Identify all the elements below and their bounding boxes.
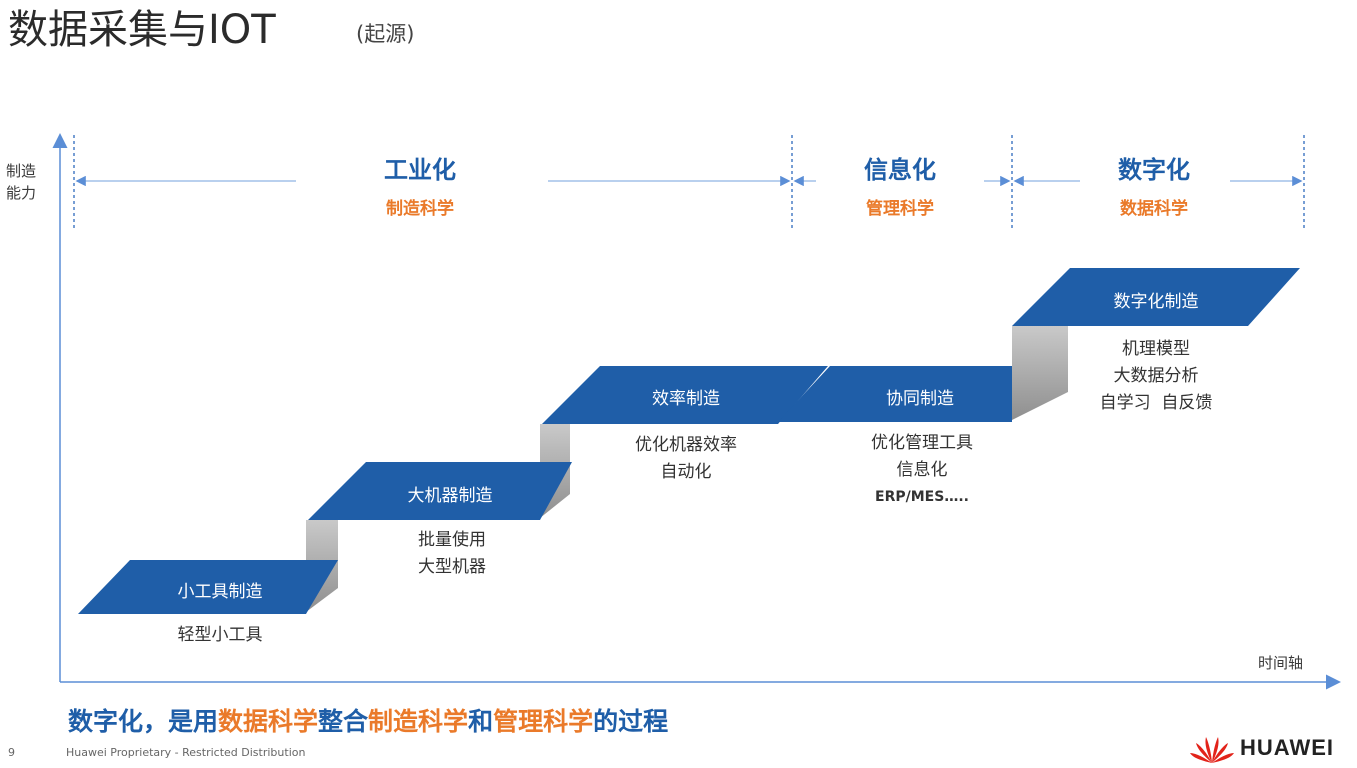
riser-3 xyxy=(1012,326,1068,420)
step-5-desc-line2: 大数据分析 xyxy=(1113,366,1199,386)
step-4-shape xyxy=(778,366,1012,422)
x-axis-label: 时间轴 xyxy=(1258,654,1304,672)
step-5-desc: 机理模型 大数据分析 自学习 自反馈 xyxy=(1036,336,1276,417)
summary-part-7: 的过程 xyxy=(593,707,669,736)
step-4-desc: 优化管理工具 信息化 ERP/MES….. xyxy=(802,430,1042,511)
era-title-information: 信息化 xyxy=(864,156,936,184)
step-5-shape xyxy=(1012,268,1300,326)
era-subtitle-information: 管理科学 xyxy=(866,199,934,219)
summary-part-5: 和 xyxy=(468,707,494,736)
step-2-label: 大机器制造 xyxy=(407,486,493,506)
step-5-label: 数字化制造 xyxy=(1113,292,1199,312)
step-3-desc-line2: 自动化 xyxy=(660,462,712,482)
y-axis-label-line1: 制造 xyxy=(6,162,37,180)
step-4-desc-line2: 信息化 xyxy=(896,460,948,480)
footer-notice: Huawei Proprietary - Restricted Distribu… xyxy=(66,746,306,759)
step-4-desc-line3: ERP/MES….. xyxy=(875,489,969,505)
summary-part-3: 整合 xyxy=(318,707,369,736)
brand-wordmark: HUAWEI xyxy=(1240,735,1334,760)
step-2-desc: 批量使用 大型机器 xyxy=(332,527,572,581)
step-5-desc-line3: 自学习 自反馈 xyxy=(1099,393,1213,413)
step-1-desc-line1: 轻型小工具 xyxy=(177,625,263,645)
era-title-industrial: 工业化 xyxy=(384,156,456,184)
step-3-desc-line1: 优化机器效率 xyxy=(635,435,737,455)
step-1-shape xyxy=(78,560,338,614)
step-2-desc-line1: 批量使用 xyxy=(418,530,486,550)
step-2-shape xyxy=(308,462,572,520)
y-axis-label-line2: 能力 xyxy=(6,184,37,202)
step-5-desc-line1: 机理模型 xyxy=(1122,339,1190,359)
step-3-desc: 优化机器效率 自动化 xyxy=(566,432,806,486)
era-title-digital: 数字化 xyxy=(1118,156,1190,184)
summary-highlight-manufacturing-science: 制造科学 xyxy=(368,707,469,736)
page-number: 9 xyxy=(8,746,15,759)
step-3-shape xyxy=(542,366,828,424)
summary-highlight-data-science: 数据科学 xyxy=(218,707,319,736)
summary-part-1: 数字化，是用 xyxy=(68,707,219,736)
summary-highlight-management-science: 管理科学 xyxy=(493,707,594,736)
y-axis-label: 制造 能力 xyxy=(6,160,36,204)
era-subtitle-digital: 数据科学 xyxy=(1120,199,1188,219)
step-1-desc: 轻型小工具 xyxy=(100,622,340,649)
page-title: 数据采集与IOT xyxy=(8,7,276,53)
page-subtitle: (起源) xyxy=(356,22,415,46)
era-subtitle-industrial: 制造科学 xyxy=(386,199,454,219)
summary-statement: 数字化，是用数据科学整合制造科学和管理科学的过程 xyxy=(68,702,668,738)
step-2-desc-line2: 大型机器 xyxy=(418,557,486,577)
step-4-desc-line1: 优化管理工具 xyxy=(871,433,973,453)
huawei-flower-logo-icon xyxy=(1190,737,1234,763)
step-4-label: 协同制造 xyxy=(886,389,954,409)
step-3-label: 效率制造 xyxy=(652,389,720,409)
step-1-label: 小工具制造 xyxy=(177,582,263,602)
